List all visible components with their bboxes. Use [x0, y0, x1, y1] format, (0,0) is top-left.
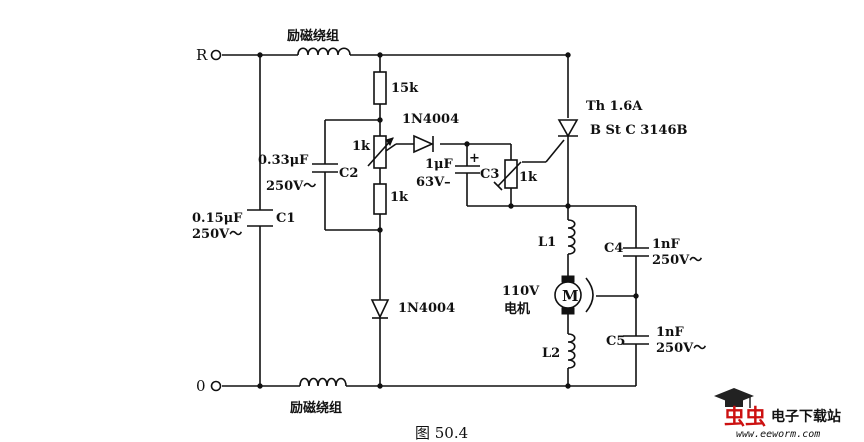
watermark-brand: 电子下载站: [771, 408, 841, 425]
c3-value: 1μF: [425, 157, 454, 172]
c5-value: 1nF: [656, 325, 684, 340]
c3-polarity: +: [469, 151, 480, 166]
svg-text:虫虫: 虫虫: [724, 405, 766, 429]
thyristor-part: B St C 3146B: [590, 123, 687, 138]
terminal-0-label: 0: [196, 377, 206, 395]
field-winding-bottom-label: 励磁绕组: [290, 400, 342, 416]
capacitor-c5-icon: [623, 335, 649, 345]
motor-voltage: 110V: [502, 284, 540, 299]
capacitor-c1-icon: [247, 209, 273, 227]
c4-name: C4: [604, 241, 623, 256]
terminal-0: 0: [196, 377, 222, 395]
watermark: 虫虫 电子下载站 www.eeworm.com: [714, 388, 841, 440]
wires: [222, 54, 637, 387]
l2-label: L2: [542, 346, 560, 361]
c1-value: 0.15μF: [192, 211, 243, 226]
l1-label: L1: [538, 235, 556, 250]
c5-rating: 250V～: [656, 341, 706, 356]
field-winding-top-label: 励磁绕组: [287, 28, 339, 44]
field-winding-bottom-icon: [299, 377, 347, 387]
trim-1k-label: 1k: [519, 170, 538, 185]
diode-lower-label: 1N4004: [398, 301, 455, 316]
capacitor-c3-icon: [455, 165, 480, 174]
r-15k-label: 15k: [391, 81, 419, 96]
motor-icon: [554, 275, 594, 315]
diode-lower-icon: [370, 299, 390, 319]
c2-value: 0.33μF: [258, 153, 309, 168]
resistor-1k-icon: [373, 183, 387, 215]
inductor-l1-icon: [567, 219, 576, 255]
terminal-r: R: [196, 46, 222, 64]
diode-upper-label: 1N4004: [402, 112, 459, 127]
thyristor-icon: [557, 119, 579, 138]
capacitor-c2-icon: [312, 163, 338, 173]
c1-name: C1: [276, 211, 295, 226]
resistor-15k-icon: [373, 71, 387, 105]
c5-name: C5: [606, 334, 625, 349]
trimmer-1k-icon: [493, 159, 522, 191]
potentiometer-1k-icon: [367, 135, 394, 169]
thyristor-rating: Th 1.6A: [586, 99, 643, 114]
motor-label: 电机: [504, 301, 530, 317]
c2-rating: 250V～: [266, 179, 316, 194]
field-winding-top-icon: [297, 47, 351, 56]
c1-rating: 250V～: [192, 227, 242, 242]
graduation-cap-logo-icon: [714, 388, 754, 408]
junction-dots: [257, 52, 639, 389]
inductor-l2-icon: [567, 333, 576, 369]
watermark-url: www.eeworm.com: [736, 429, 820, 440]
c3-rating: 63V–: [416, 175, 451, 190]
pot-1k-label: 1k: [352, 139, 371, 154]
diode-upper-icon: [413, 134, 434, 154]
c3-name: C3: [480, 167, 499, 182]
r-1k-label: 1k: [390, 190, 409, 205]
capacitor-c4-icon: [623, 247, 649, 257]
c4-rating: 250V～: [652, 253, 702, 268]
motor-symbol: M: [562, 287, 579, 305]
c2-name: C2: [339, 166, 358, 181]
c4-value: 1nF: [652, 237, 680, 252]
terminal-r-label: R: [196, 46, 208, 64]
figure-caption: 图 50.4: [415, 424, 468, 442]
